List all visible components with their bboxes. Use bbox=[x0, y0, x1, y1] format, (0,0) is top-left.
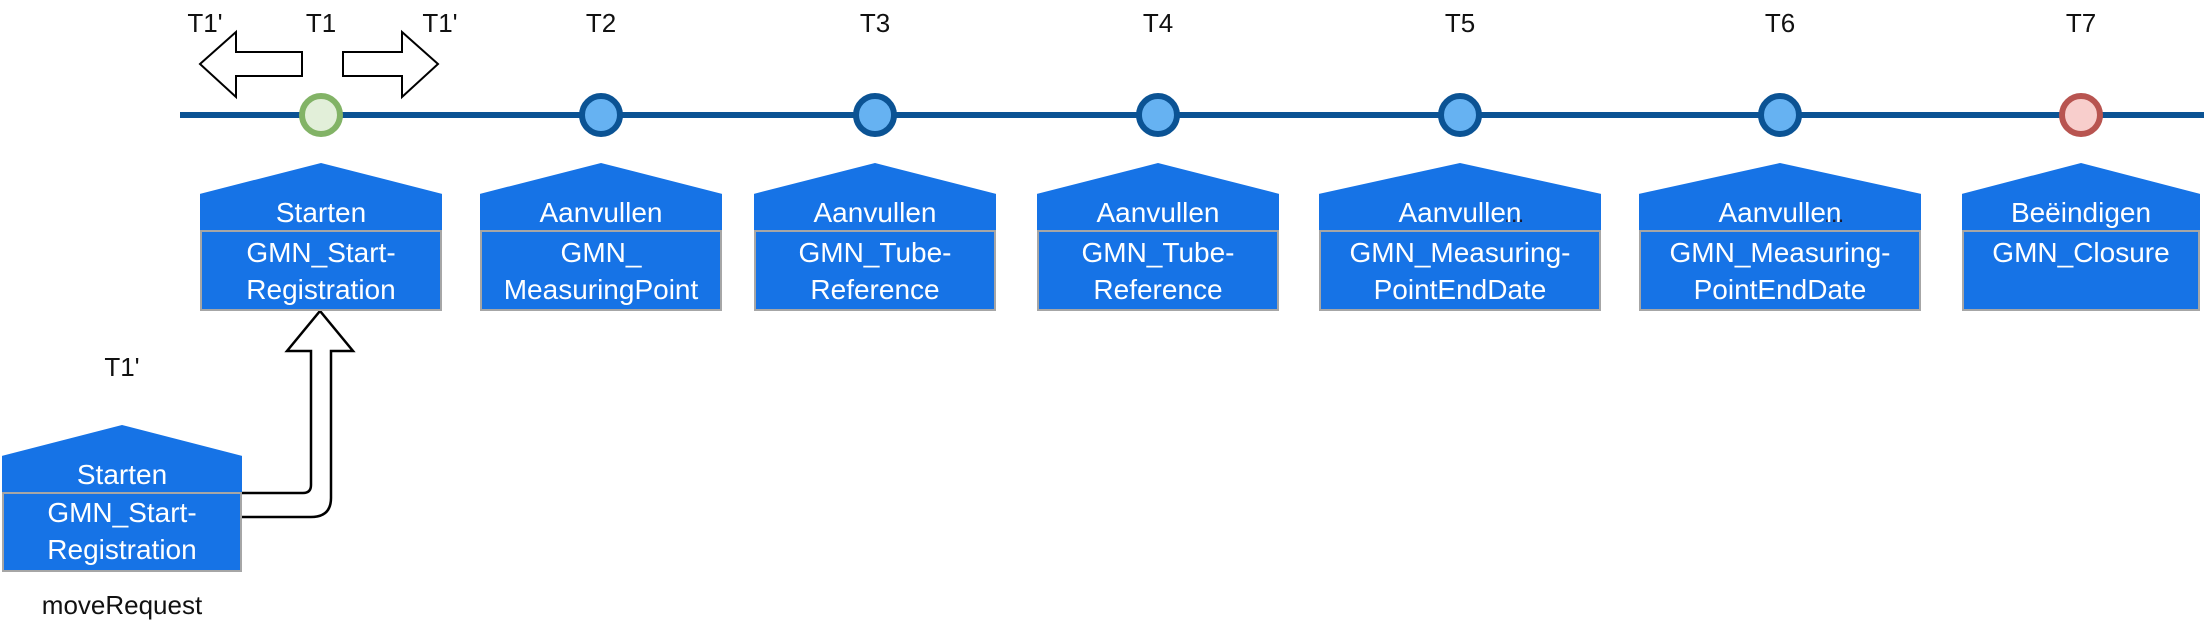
event-message-line1: GMN_Measuring- bbox=[1349, 237, 1571, 268]
event-message-box: GMN_Measuring- PointEndDate bbox=[1319, 230, 1601, 311]
move-request-action-roof: Starten bbox=[2, 425, 242, 492]
event-message-box: GMN_Closure bbox=[1962, 230, 2200, 311]
event-action-roof: ... Aanvullen bbox=[1639, 163, 1921, 230]
event-message-box: GMN_Tube- Reference bbox=[754, 230, 996, 311]
timeline-node-circle-icon bbox=[1438, 93, 1482, 137]
timeline-node-circle-icon bbox=[853, 93, 897, 137]
move-left-time-label: T1' bbox=[187, 8, 223, 38]
event-action-roof: Aanvullen bbox=[480, 163, 722, 230]
timeline-line bbox=[180, 112, 2204, 118]
event-action-roof: ... Aanvullen bbox=[1319, 163, 1601, 230]
event-message-line2: PointEndDate bbox=[1373, 274, 1547, 305]
move-request-caption: moveRequest bbox=[41, 590, 203, 620]
event-action-roof: Beëindigen bbox=[1962, 163, 2200, 230]
move-request-message-line2: Registration bbox=[47, 534, 197, 565]
event-action-label: Aanvullen bbox=[1096, 197, 1220, 228]
event-message-line1: GMN_Tube- bbox=[798, 237, 952, 268]
event-action-label: Aanvullen bbox=[1398, 197, 1522, 228]
move-request-action-label: Starten bbox=[76, 459, 168, 490]
event-action-roof: Starten bbox=[200, 163, 442, 230]
timeline-event-t2: T2 Aanvullen GMN_ MeasuringPoint bbox=[480, 0, 722, 320]
timeline-event-t5: T5 ... Aanvullen GMN_Measuring- PointEnd… bbox=[1319, 0, 1601, 320]
event-ellipsis-dots: ... bbox=[1825, 207, 1846, 226]
event-time-label: T5 bbox=[1444, 8, 1476, 38]
timeline-node-circle-icon bbox=[299, 93, 343, 137]
timeline-event-t6: T6 ... Aanvullen GMN_Measuring- PointEnd… bbox=[1639, 0, 1921, 320]
event-action-label: Aanvullen bbox=[539, 197, 663, 228]
event-message-box: GMN_Measuring- PointEndDate bbox=[1639, 230, 1921, 311]
event-message-line2: Reference bbox=[810, 274, 940, 305]
event-message-line1: GMN_ bbox=[560, 237, 642, 268]
event-action-roof: Aanvullen bbox=[1037, 163, 1279, 230]
event-time-label: T6 bbox=[1764, 8, 1796, 38]
event-time-label: T2 bbox=[585, 8, 617, 38]
move-request-message-line1: GMN_Start- bbox=[47, 497, 197, 528]
event-message-box: GMN_Start- Registration bbox=[200, 230, 442, 311]
timeline-event-t7: T7 Beëindigen GMN_Closure bbox=[1962, 0, 2200, 320]
event-action-label: Starten bbox=[275, 197, 367, 228]
event-action-roof: Aanvullen bbox=[754, 163, 996, 230]
timeline-event-t1: T1 Starten GMN_Start- Registration bbox=[200, 0, 442, 320]
event-message-box: GMN_Tube- Reference bbox=[1037, 230, 1279, 311]
move-request-time-label: T1' bbox=[104, 352, 140, 382]
timeline-event-t3: T3 Aanvullen GMN_Tube- Reference bbox=[754, 0, 996, 320]
timeline-node-circle-icon bbox=[579, 93, 623, 137]
event-message-line2: MeasuringPoint bbox=[503, 274, 699, 305]
event-message-line2: Registration bbox=[246, 274, 396, 305]
event-time-label: T1 bbox=[305, 8, 337, 38]
event-time-label: T3 bbox=[859, 8, 891, 38]
event-message-line1: GMN_Closure bbox=[1992, 237, 2170, 268]
event-message-line1: GMN_Tube- bbox=[1081, 237, 1235, 268]
event-action-label: Beëindigen bbox=[2010, 197, 2152, 228]
event-message-line2: PointEndDate bbox=[1693, 274, 1867, 305]
event-message-box: GMN_ MeasuringPoint bbox=[480, 230, 722, 311]
event-action-label: Aanvullen bbox=[1718, 197, 1842, 228]
timeline-node-circle-icon bbox=[1136, 93, 1180, 137]
event-time-label: T7 bbox=[2065, 8, 2097, 38]
event-message-line1: GMN_Measuring- bbox=[1669, 237, 1891, 268]
move-right-time-label: T1' bbox=[422, 8, 458, 38]
timeline-node-circle-icon bbox=[1758, 93, 1802, 137]
event-action-label: Aanvullen bbox=[813, 197, 937, 228]
event-time-label: T4 bbox=[1142, 8, 1174, 38]
event-message-line2: Reference bbox=[1093, 274, 1223, 305]
timeline-event-t4: T4 Aanvullen GMN_Tube- Reference bbox=[1037, 0, 1279, 320]
event-ellipsis-dots: ... bbox=[1505, 207, 1526, 226]
event-message-line1: GMN_Start- bbox=[246, 237, 396, 268]
move-request-message-box: GMN_Start- Registration bbox=[2, 492, 242, 572]
timeline-node-circle-icon bbox=[2059, 93, 2103, 137]
